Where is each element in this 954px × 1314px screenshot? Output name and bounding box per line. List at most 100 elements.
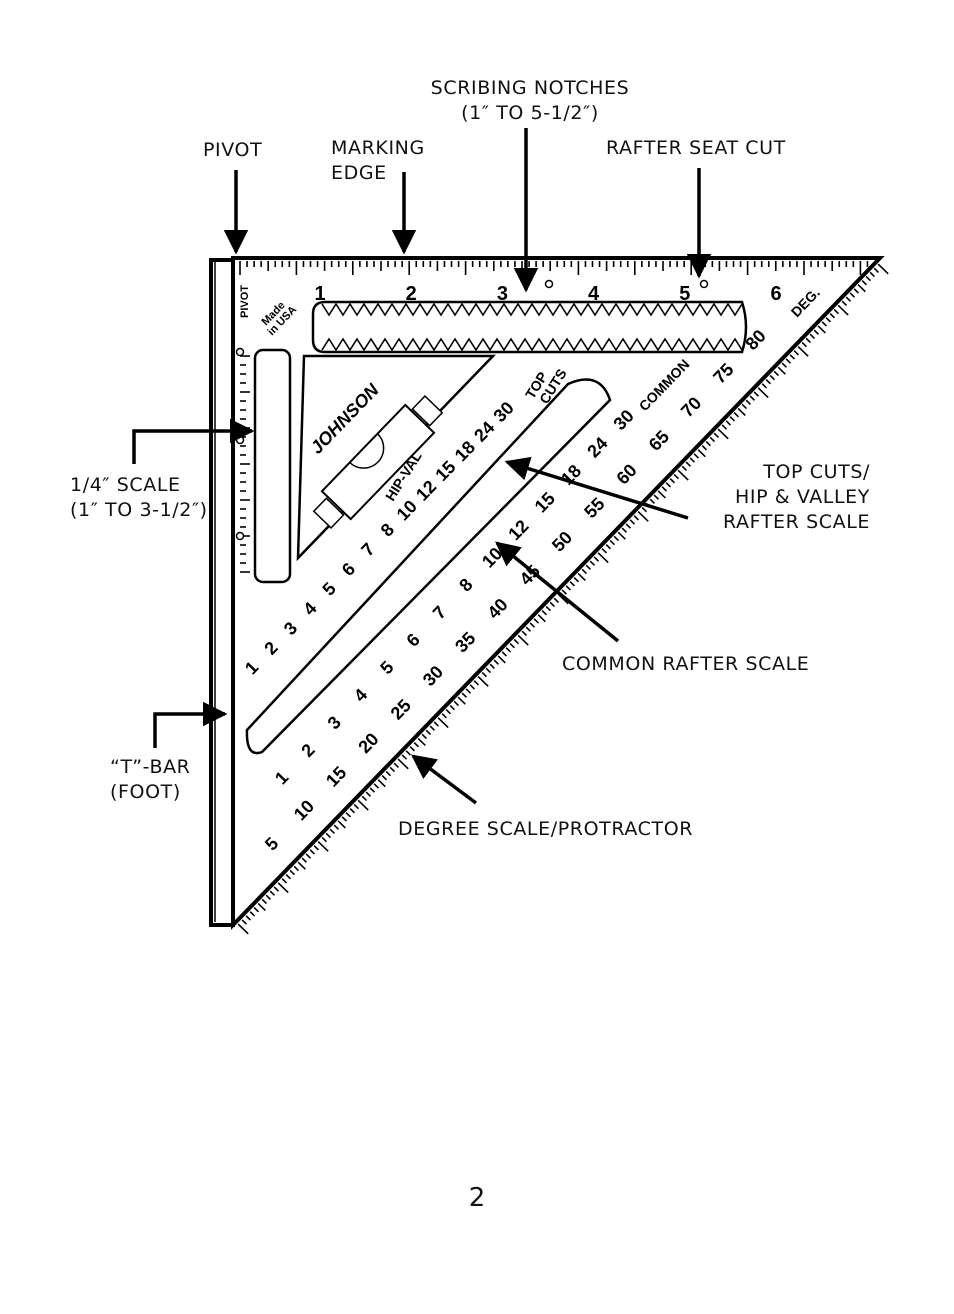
pivot-mark: PIVOT <box>239 285 251 318</box>
bubble-level <box>312 395 444 529</box>
degree-tick <box>593 556 600 562</box>
degree-tick <box>237 923 249 935</box>
marking-edge-label: MARKING <box>331 137 425 159</box>
t-bar-arrow <box>153 701 228 748</box>
degree-tick <box>745 399 752 405</box>
degree-scale-label: DEGREE SCALE/PROTRACTOR <box>398 818 693 840</box>
degree-tick <box>641 506 648 513</box>
degree-tick <box>693 453 700 459</box>
degree-tick <box>553 597 560 603</box>
degree-tick <box>829 313 836 319</box>
degree-scale-arrow <box>411 754 478 805</box>
degree-tick <box>437 717 449 729</box>
degree-tick <box>481 671 488 678</box>
t-bar-label: “T”-BAR <box>110 756 191 778</box>
degree-tick <box>793 350 800 356</box>
degree-tick <box>837 304 849 316</box>
top-inch-number-label: 3 <box>497 283 508 305</box>
degree-tick <box>585 564 592 570</box>
degree-tick <box>413 742 420 748</box>
degree-tick <box>469 684 476 690</box>
degree-tick <box>245 915 252 921</box>
degree-tick <box>261 898 268 905</box>
degree-tick <box>285 874 292 880</box>
degree-tick <box>633 515 640 521</box>
top-cuts-callout-1: TOP CUTS/ <box>762 461 870 483</box>
degree-tick <box>365 791 372 797</box>
degree-tick <box>685 461 692 467</box>
degree-tick <box>737 407 746 416</box>
degree-tick <box>637 511 649 522</box>
degree-tick <box>349 808 356 814</box>
degree-tick <box>757 387 769 399</box>
degree-tick <box>265 894 272 900</box>
degree-tick <box>621 527 628 533</box>
scribing-notches-slot <box>311 300 748 354</box>
degree-tick <box>877 263 889 275</box>
top-cuts-callout-3: RAFTER SCALE <box>723 511 870 533</box>
degree-tick <box>345 812 352 818</box>
degree-tick <box>613 535 620 542</box>
degree-tick <box>429 725 436 731</box>
degree-tick <box>649 498 656 504</box>
degree-tick <box>449 704 456 711</box>
degree-tick <box>465 688 472 694</box>
degree-tick <box>577 572 586 581</box>
degree-tick <box>461 692 468 698</box>
common-rafter-scale-label: COMMON RAFTER SCALE <box>562 653 809 675</box>
degree-tick <box>357 799 369 811</box>
degree-tick <box>425 729 432 735</box>
degree-tick <box>565 585 572 591</box>
degree-tick <box>797 346 809 357</box>
quarter-scale-range: (1″ TO 3-1/2″) <box>70 499 208 521</box>
degree-tick <box>525 626 532 632</box>
top-cuts-arrow <box>504 456 689 520</box>
degree-tick <box>325 832 332 839</box>
degree-tick <box>697 449 706 458</box>
degree-tick <box>373 783 380 789</box>
degree-tick <box>677 469 689 481</box>
degree-tick <box>377 779 386 788</box>
degree-tick <box>709 436 716 443</box>
degree-tick <box>769 374 776 381</box>
degree-tick <box>625 523 632 529</box>
degree-tick <box>717 428 729 440</box>
degree-tick <box>521 630 528 636</box>
degree-tick <box>605 544 612 550</box>
degree-tick <box>353 803 360 810</box>
callouts: SCRIBING NOTCHES (1″ TO 5-1/2″) PIVOT MA… <box>70 77 870 840</box>
common-rafter-arrow <box>495 541 620 643</box>
degree-tick <box>741 403 748 410</box>
degree-tick <box>337 820 346 829</box>
degree-tick <box>433 721 440 727</box>
degree-tick <box>765 379 772 385</box>
degree-tick <box>269 890 276 896</box>
degree-tick <box>849 292 856 298</box>
degree-tick <box>509 643 516 649</box>
degree-tick <box>701 445 708 451</box>
degree-tick <box>617 531 626 540</box>
top-inch-number-label: 6 <box>770 283 781 305</box>
degree-tick <box>545 605 552 612</box>
degree-tick <box>669 478 676 484</box>
top-inch-number-label: 5 <box>679 283 690 305</box>
degree-tick <box>329 828 336 834</box>
degree-tick <box>713 432 720 438</box>
quarter-scale-arrow <box>132 418 255 464</box>
degree-tick <box>729 416 736 422</box>
degree-tick <box>569 581 576 587</box>
degree-tick <box>573 577 580 583</box>
quarter-scale-label: 1/4″ SCALE <box>70 474 181 496</box>
quarter-inch-window <box>253 348 292 584</box>
pivot-label: PIVOT <box>203 139 262 161</box>
scribing-notches-label: SCRIBING NOTCHES <box>431 77 630 99</box>
degree-tick <box>473 680 480 686</box>
degree-tick <box>581 568 588 575</box>
degree-tick <box>761 383 768 389</box>
degree-tick <box>457 696 466 705</box>
degree-tick <box>249 911 256 917</box>
degree-tick <box>333 824 340 830</box>
degree-tick <box>753 391 760 397</box>
degree-tick <box>733 412 740 418</box>
degree-tick <box>869 271 876 278</box>
